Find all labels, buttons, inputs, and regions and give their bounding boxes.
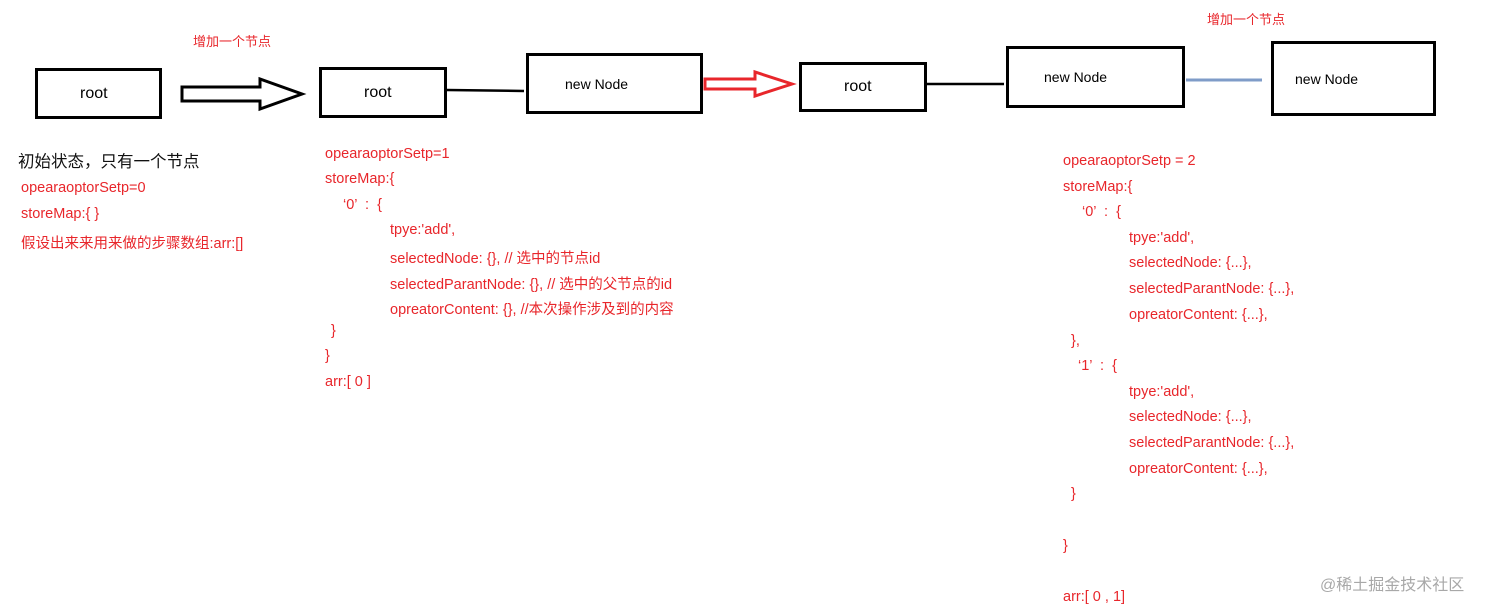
node-root-state0: root [35, 68, 162, 119]
step-label-2: 增加一个节点 [1207, 12, 1286, 27]
node-label: root [844, 78, 872, 95]
transition-arrow-1 [180, 76, 307, 112]
state0-caption: 初始状态，只有一个节点 [18, 153, 200, 171]
state1-line: storeMap:{ [325, 171, 395, 187]
node-label: new Node [565, 75, 629, 92]
state2-line: opreatorContent: {...}, [1129, 461, 1268, 477]
node-label: root [364, 83, 392, 101]
state2-line: arr:[ 0 , 1] [1063, 589, 1126, 605]
state2-line: tpye:'add', [1129, 230, 1195, 246]
transition-arrow-2 [703, 69, 797, 99]
state2-line: selectedNode: {...}, [1129, 409, 1252, 425]
state2-line: selectedNode: {...}, [1129, 255, 1252, 271]
state2-line: opreatorContent: {...}, [1129, 307, 1268, 323]
node-label: new Node [1295, 70, 1359, 87]
state0-line: opearaoptorSetp=0 [21, 180, 146, 196]
node-new1-state2: new Node [1006, 46, 1185, 108]
state1-line: selectedParantNode: {}, // 选中的父节点的id [390, 277, 673, 293]
state2-line: tpye:'add', [1129, 384, 1195, 400]
node-root-state1: root [319, 67, 447, 118]
state2-line: } [1063, 538, 1068, 554]
watermark: @稀土掘金技术社区 [1320, 577, 1465, 594]
state2-line: ‘0’ : { [1082, 204, 1121, 220]
node-label: new Node [1044, 69, 1108, 85]
state1-line: } [331, 323, 336, 339]
state2-line: storeMap:{ [1063, 179, 1133, 195]
state2-line: ‘1’ : { [1078, 358, 1117, 374]
node-root-state2: root [799, 62, 927, 112]
node-new2-state2: new Node [1271, 41, 1436, 116]
state2-line: opearaoptorSetp = 2 [1063, 153, 1196, 169]
state2-line: selectedParantNode: {...}, [1129, 281, 1295, 297]
state2-line: selectedParantNode: {...}, [1129, 435, 1295, 451]
state2-line: }, [1071, 333, 1080, 349]
state0-line: 假设出来来用来做的步骤数组:arr:[] [21, 236, 244, 252]
edge-root-newnode-1 [446, 88, 525, 93]
state1-line: selectedNode: {}, // 选中的节点id [390, 251, 601, 267]
state2-line: } [1071, 486, 1076, 502]
node-new-state1: new Node [526, 53, 703, 114]
state1-line: opearaoptorSetp=1 [325, 146, 450, 162]
node-label: root [80, 84, 108, 102]
state1-line: tpye:'add', [390, 222, 456, 238]
state1-line: arr:[ 0 ] [325, 374, 371, 390]
state1-line: ‘0’ : { [343, 197, 382, 213]
step-label-1: 增加一个节点 [193, 34, 272, 49]
state1-line: } [325, 348, 330, 364]
state0-line: storeMap:{ } [21, 206, 100, 222]
state1-line: opreatorContent: {}, //本次操作涉及到的内容 [390, 302, 674, 318]
